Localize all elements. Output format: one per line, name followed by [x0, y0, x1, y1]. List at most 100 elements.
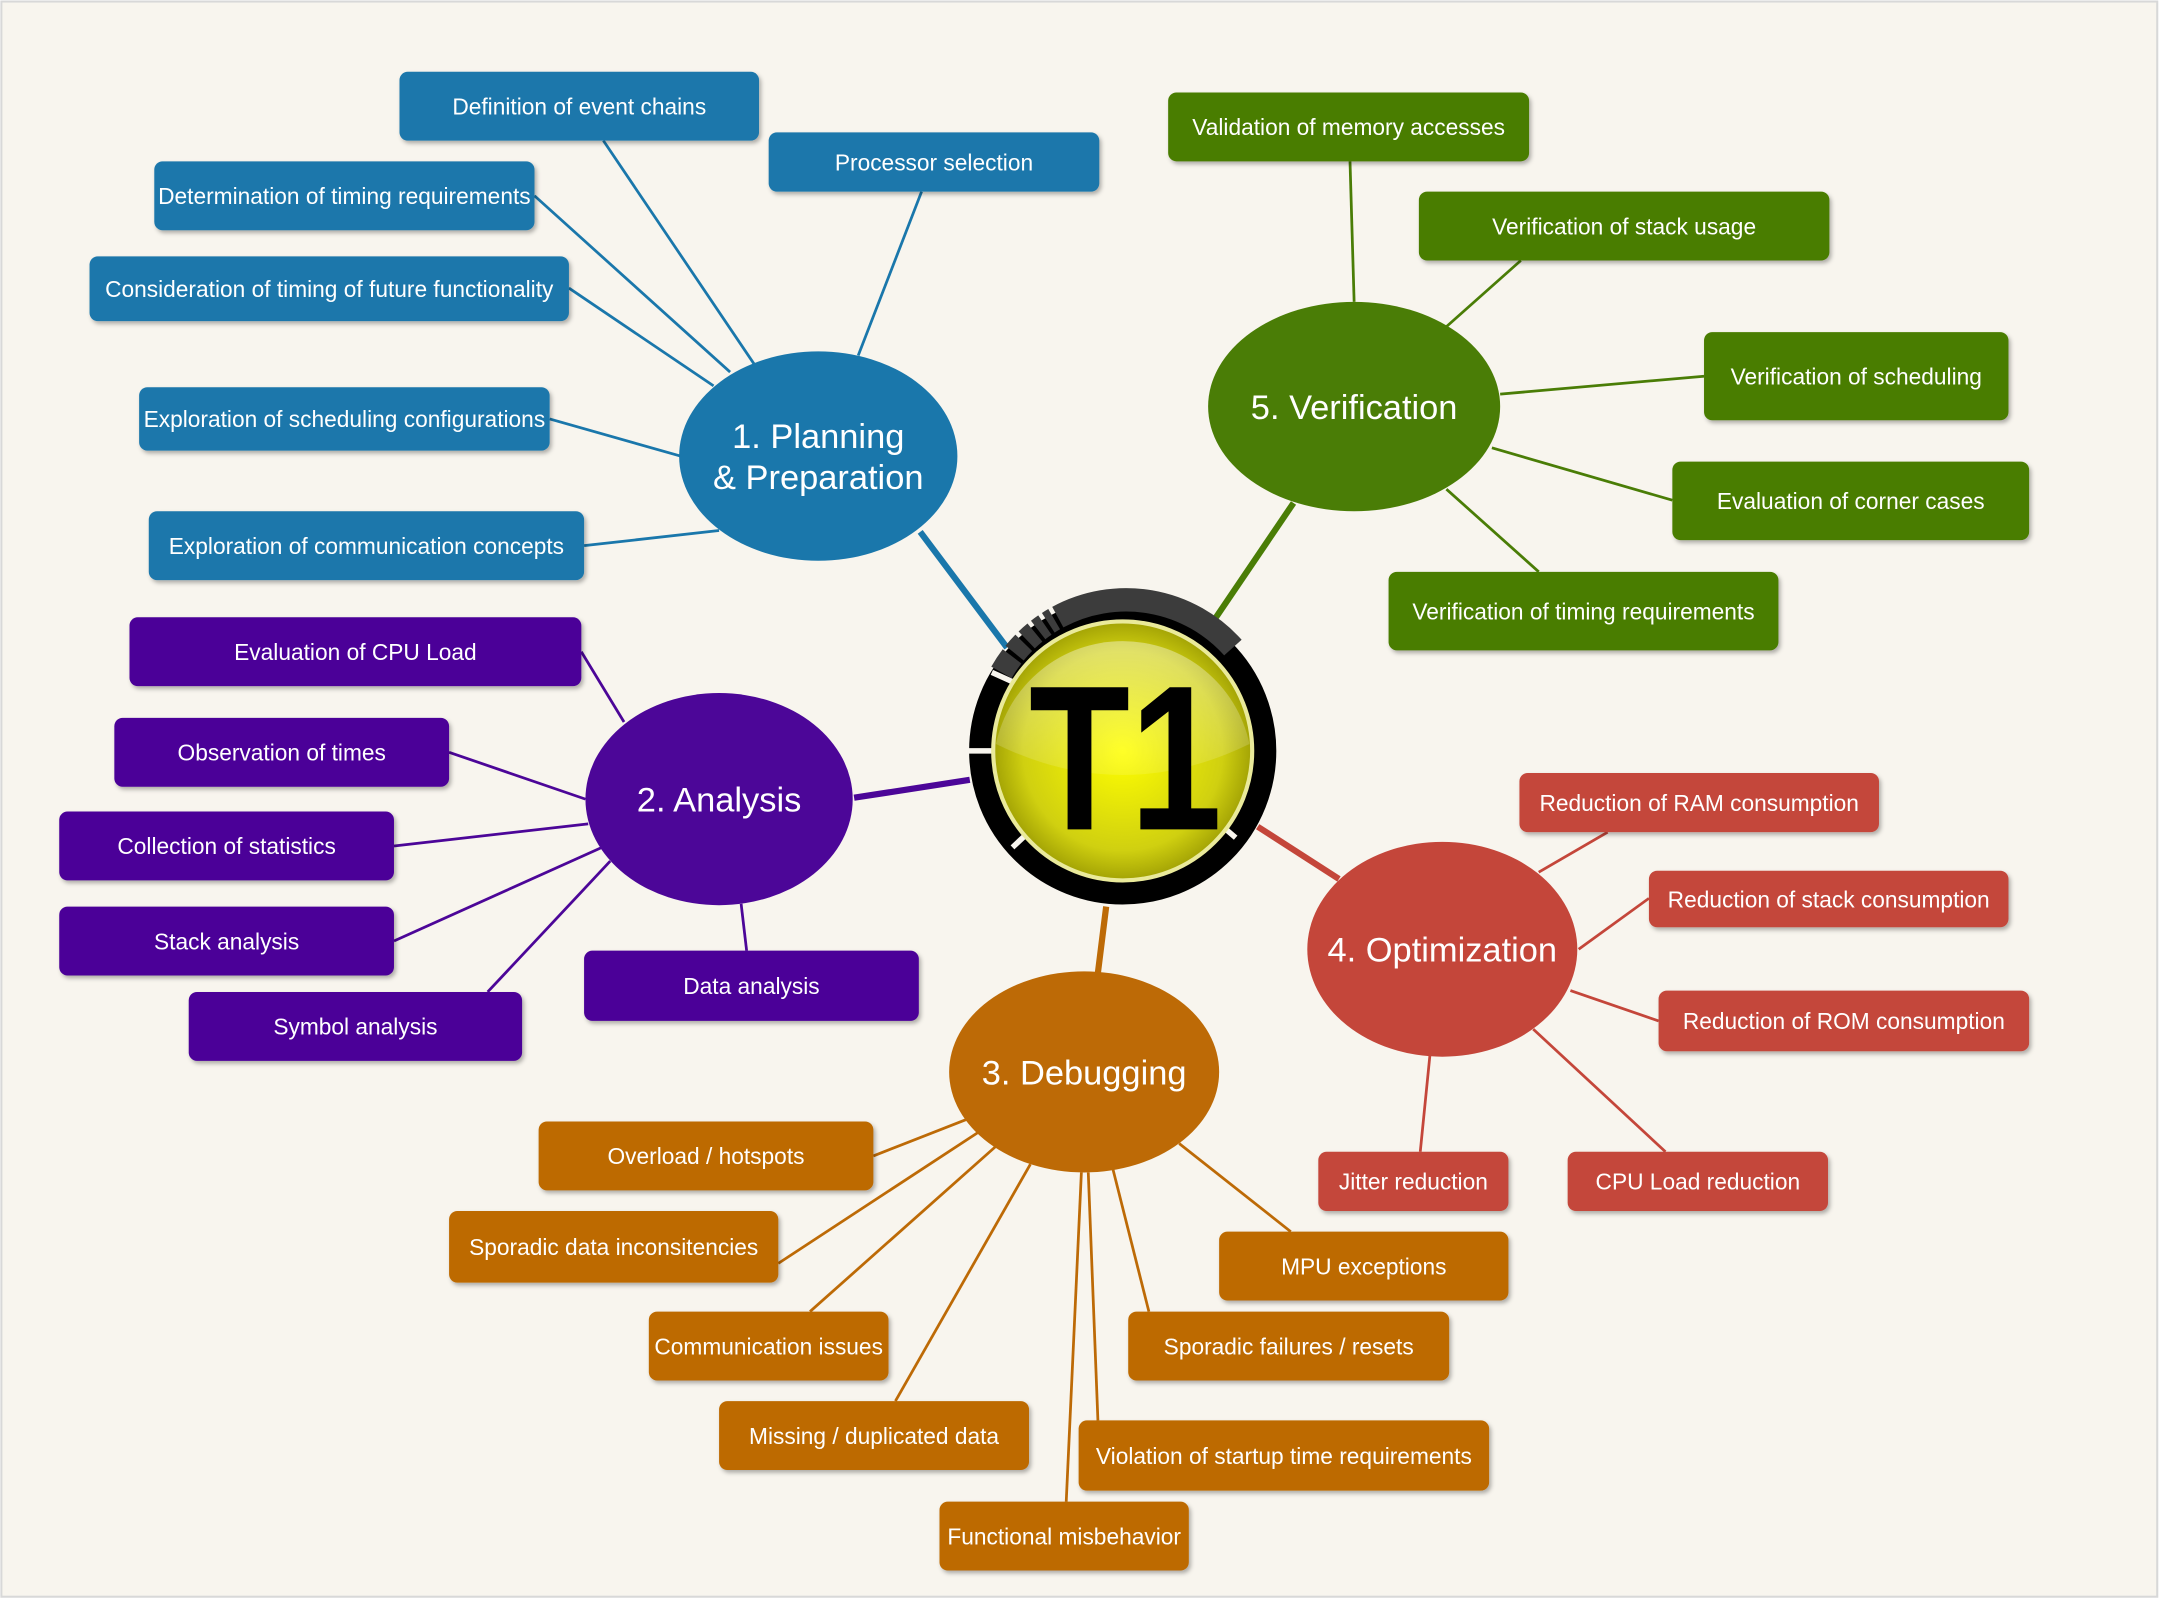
topic-title: 5. Verification [1251, 389, 1458, 427]
child-connector [1532, 1028, 1667, 1153]
node-box [89, 256, 569, 322]
node-debugging-child[interactable]: Functional misbehavior [939, 1501, 1189, 1571]
child-connector [580, 651, 626, 723]
topic-title: 1. Planning [732, 418, 904, 456]
node-box [154, 161, 535, 231]
topic-title: 3. Debugging [982, 1054, 1187, 1092]
topic-ellipse [585, 693, 853, 906]
node-box [1418, 191, 1830, 261]
t1-logo: T1 [964, 588, 1277, 905]
node-debugging-child[interactable]: Violation of startup time requirements [1078, 1420, 1490, 1491]
node-box [148, 511, 585, 581]
node-planning-child[interactable]: Processor selection [768, 132, 1100, 192]
node-verification-child[interactable]: Evaluation of corner cases [1672, 461, 2030, 541]
topic-analysis[interactable]: 2. Analysis [585, 693, 853, 906]
logo-ring-gray-segments [991, 588, 1242, 679]
topic-ellipse [949, 971, 1220, 1173]
topic-title: & Preparation [713, 459, 923, 497]
node-optimization-child[interactable]: Jitter reduction [1318, 1151, 1509, 1212]
node-verification-child[interactable]: Validation of memory accesses [1168, 92, 1530, 162]
node-analysis-child[interactable]: Evaluation of CPU Load [129, 617, 582, 687]
child-connector [1445, 259, 1522, 328]
node-optimization-child[interactable]: Reduction of stack consumption [1648, 870, 2009, 928]
node-label: Sporadic failures / resets [1164, 1333, 1414, 1359]
node-verification-child[interactable]: Verification of stack usage [1418, 191, 1830, 261]
node-debugging-child[interactable]: Sporadic data inconsitencies [449, 1211, 779, 1283]
node-box [768, 132, 1100, 192]
node-planning-child[interactable]: Definition of event chains [399, 71, 760, 141]
child-connector [1064, 1172, 1083, 1502]
node-verification-child[interactable]: Verification of timing requirements [1388, 571, 1779, 651]
node-analysis-child[interactable]: Symbol analysis [188, 991, 523, 1061]
node-label: Verification of scheduling [1731, 363, 1982, 389]
node-box [1388, 571, 1779, 651]
node-label: Exploration of scheduling configurations [144, 406, 546, 432]
node-verification-child[interactable]: Verification of scheduling [1704, 332, 2009, 421]
node-box [1658, 990, 2030, 1052]
node-label: Collection of statistics [117, 833, 335, 859]
node-box [1078, 1420, 1490, 1491]
child-connector [1491, 446, 1673, 502]
node-analysis-child[interactable]: Collection of statistics [59, 811, 394, 881]
child-connector [1178, 1142, 1292, 1233]
node-label: Data analysis [683, 973, 819, 999]
topic-ellipse [1208, 301, 1501, 512]
node-box [129, 617, 582, 687]
node-label: Missing / duplicated data [749, 1423, 999, 1449]
node-box [139, 387, 550, 451]
node-planning-child[interactable]: Exploration of scheduling configurations [139, 387, 550, 451]
node-box [538, 1121, 874, 1191]
child-connector [602, 139, 757, 366]
node-analysis-child[interactable]: Observation of times [114, 717, 450, 787]
node-label: Exploration of communication concepts [169, 533, 564, 559]
node-label: Definition of event chains [452, 93, 706, 119]
node-analysis-child[interactable]: Stack analysis [59, 906, 394, 976]
node-label: Reduction of RAM consumption [1539, 790, 1858, 816]
node-label: Observation of times [178, 740, 386, 766]
child-connector [1445, 488, 1540, 573]
child-connector [894, 1163, 1032, 1402]
node-box [1648, 870, 2009, 928]
topic-verification[interactable]: 5. Verification [1208, 301, 1501, 512]
child-connector [533, 194, 732, 374]
node-debugging-child[interactable]: Overload / hotspots [538, 1121, 874, 1191]
node-box [1519, 772, 1879, 833]
node-optimization-child[interactable]: Reduction of RAM consumption [1519, 772, 1879, 833]
child-connector [448, 750, 586, 801]
node-box [1219, 1231, 1509, 1301]
topic-planning[interactable]: 1. Planning& Preparation [679, 351, 958, 561]
node-label: Verification of stack usage [1492, 213, 1756, 239]
topic-title: 4. Optimization [1328, 932, 1558, 970]
child-connector [1569, 989, 1660, 1023]
node-box [939, 1501, 1189, 1571]
node-box [59, 906, 394, 976]
node-debugging-child[interactable]: Communication issues [648, 1311, 889, 1381]
child-connector [1500, 374, 1705, 396]
node-planning-child[interactable]: Exploration of communication concepts [148, 511, 585, 581]
node-optimization-child[interactable]: Reduction of ROM consumption [1658, 990, 2030, 1052]
child-connector [1348, 161, 1356, 302]
topic-debugging[interactable]: 3. Debugging [949, 971, 1220, 1173]
node-debugging-child[interactable]: Sporadic failures / resets [1128, 1311, 1450, 1381]
node-label: Consideration of timing of future functi… [105, 276, 554, 302]
node-box [59, 811, 394, 881]
node-label: Reduction of stack consumption [1668, 886, 1990, 912]
node-debugging-child[interactable]: Missing / duplicated data [719, 1401, 1030, 1470]
topic-title: 2. Analysis [637, 782, 802, 820]
child-connector [777, 1128, 983, 1265]
node-label: Functional misbehavior [947, 1523, 1181, 1549]
node-label: Evaluation of corner cases [1717, 488, 1985, 514]
node-planning-child[interactable]: Consideration of timing of future functi… [89, 256, 569, 322]
node-debugging-child[interactable]: MPU exceptions [1219, 1231, 1509, 1301]
node-label: Stack analysis [154, 928, 299, 954]
child-connector [1111, 1169, 1151, 1312]
topic-optimization[interactable]: 4. Optimization [1307, 841, 1578, 1057]
node-label: MPU exceptions [1281, 1253, 1446, 1279]
node-optimization-child[interactable]: CPU Load reduction [1567, 1151, 1829, 1212]
node-analysis-child[interactable]: Data analysis [584, 950, 919, 1021]
node-box [719, 1401, 1030, 1470]
node-planning-child[interactable]: Determination of timing requirements [154, 161, 535, 231]
logo-gloss [995, 641, 1250, 776]
child-connector [856, 191, 923, 357]
